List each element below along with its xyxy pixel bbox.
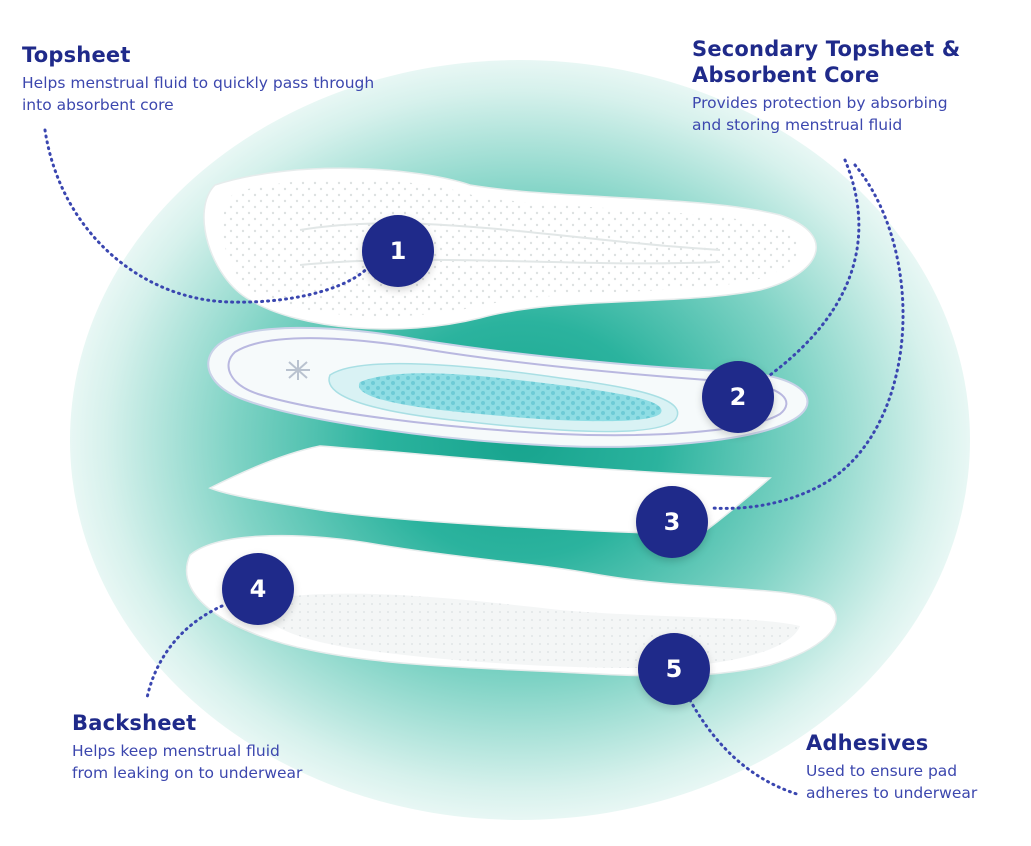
backsheet-title: Backsheet [72,710,302,736]
adhesives-title: Adhesives [806,730,977,756]
badge-number: 1 [390,237,407,265]
leader-line-4 [147,606,222,698]
backsheet-label: Backsheet Helps keep menstrual fluid fro… [72,710,302,784]
layer-4-badge: 4 [222,553,294,625]
badge-number: 2 [730,383,747,411]
topsheet-layer [204,168,816,329]
layer-1-badge: 1 [362,215,434,287]
absorbent-core-title: Secondary Topsheet & Absorbent Core [692,36,960,88]
adhesives-description: Used to ensure pad adheres to underwear [806,760,977,804]
layer-5-badge: 5 [638,633,710,705]
topsheet-description: Helps menstrual fluid to quickly pass th… [22,72,374,116]
topsheet-label: Topsheet Helps menstrual fluid to quickl… [22,42,374,116]
badge-number: 5 [666,655,683,683]
topsheet-title: Topsheet [22,42,374,68]
badge-number: 3 [664,508,681,536]
backsheet-description: Helps keep menstrual fluid from leaking … [72,740,302,784]
leader-line-5 [690,700,800,795]
layer-2-badge: 2 [702,361,774,433]
badge-number: 4 [250,575,267,603]
layer-3-badge: 3 [636,486,708,558]
absorbent-core-label: Secondary Topsheet & Absorbent Core Prov… [692,36,960,136]
absorbent-core-description: Provides protection by absorbing and sto… [692,92,960,136]
adhesives-label: Adhesives Used to ensure pad adheres to … [806,730,977,804]
